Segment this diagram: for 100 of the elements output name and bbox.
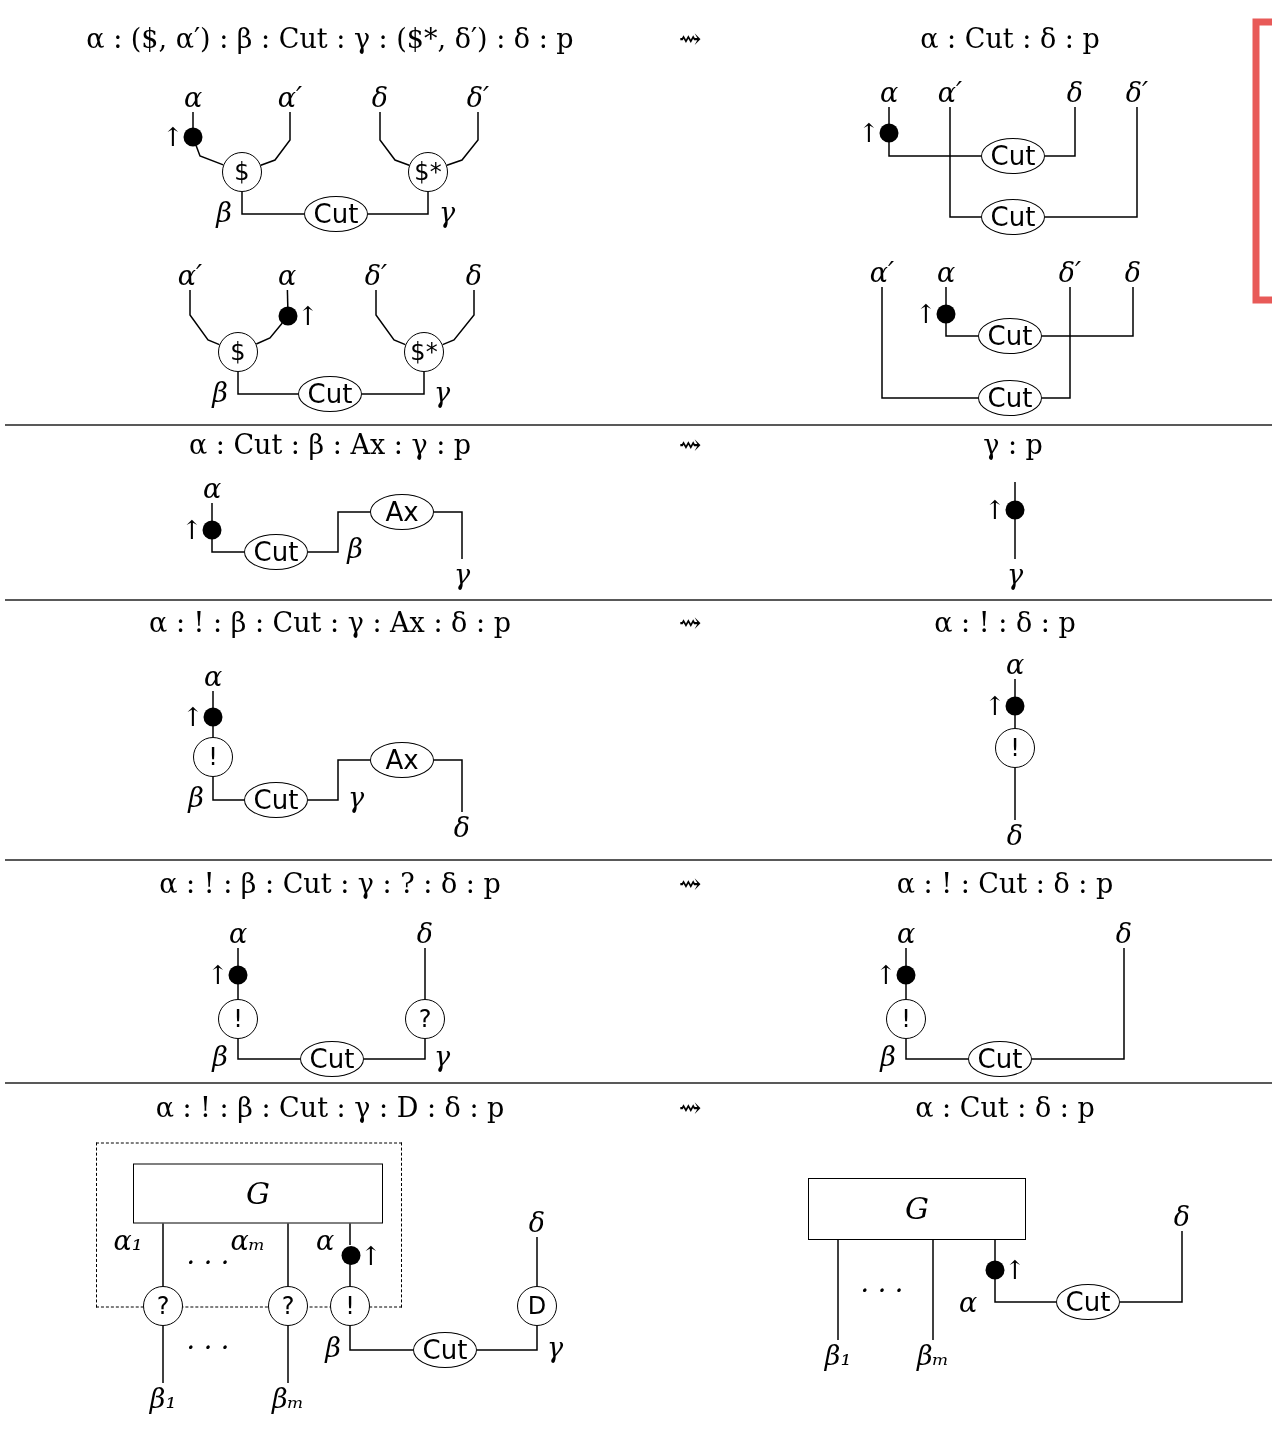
wire	[260, 111, 291, 166]
wire	[837, 1239, 839, 1341]
rule-formula: α : ! : Cut : δ : p	[896, 869, 1114, 897]
wire-label: δ′	[1125, 78, 1149, 106]
wire	[237, 983, 239, 1000]
wire-label: · · ·	[186, 1248, 230, 1276]
wire	[162, 1221, 164, 1287]
wire-label: α	[896, 919, 916, 947]
wire	[881, 286, 979, 399]
wire	[1119, 1230, 1183, 1303]
arrow-mark: ↑	[182, 704, 204, 730]
wire	[994, 1278, 1057, 1303]
wire	[932, 1239, 934, 1341]
ellipse-node: Cut	[981, 138, 1045, 174]
wire	[945, 322, 979, 337]
wire-label: δ	[453, 813, 471, 841]
rule-formula: α : ! : β : Cut : γ : D : δ : p	[155, 1093, 505, 1121]
wire	[949, 106, 982, 218]
wire-label: α	[277, 261, 297, 289]
wire	[1014, 678, 1016, 698]
filled-dot	[228, 965, 248, 985]
wire	[945, 286, 947, 306]
wire-label: γ	[438, 198, 456, 226]
wire	[1044, 106, 1076, 157]
wire	[446, 111, 479, 167]
filled-dot	[1005, 696, 1025, 716]
arrow-mark: ↑	[984, 497, 1006, 523]
arrow-mark: ↑	[297, 303, 319, 329]
filled-dot	[879, 123, 899, 143]
circle-node: ?	[268, 1286, 308, 1326]
circle-node: $	[218, 332, 258, 372]
filled-dot	[341, 1245, 361, 1265]
circle-node: !	[995, 728, 1035, 768]
circle-node: ?	[405, 999, 445, 1039]
wire-label: β₁	[149, 1384, 177, 1412]
wire	[195, 144, 225, 166]
circle-node: !	[330, 1286, 370, 1326]
wire	[1041, 286, 1134, 337]
wire	[1014, 481, 1016, 502]
wire	[441, 289, 475, 346]
wire-label: α	[1005, 650, 1025, 678]
rule-formula: α : ! : β : Cut : γ : Ax : δ : p	[149, 608, 511, 636]
wire-label: α	[315, 1226, 335, 1254]
wire-label: β	[188, 783, 204, 811]
circle-node: D	[517, 1286, 557, 1326]
wire-label: α′	[937, 78, 963, 106]
filled-dot	[278, 306, 298, 326]
rule-formula: α : ($, α′) : β : Cut : γ : ($*, δ′) : δ : p	[86, 24, 574, 52]
wire-label: α₁	[113, 1226, 143, 1254]
wire-label: γ	[546, 1333, 564, 1361]
wire	[905, 1038, 969, 1060]
filled-dot	[896, 965, 916, 985]
wire	[433, 511, 463, 560]
ellipse-node: Cut	[298, 376, 362, 412]
ellipse-node: Cut	[978, 380, 1042, 416]
wire-label: δ	[371, 83, 389, 111]
wire-label: γ	[433, 378, 451, 406]
wire-label: β	[347, 534, 363, 562]
arrow-mark: ↑	[360, 1242, 382, 1268]
wire-label: αₘ	[230, 1226, 266, 1254]
wire-label: βₘ	[916, 1341, 950, 1369]
wire-label: α	[936, 258, 956, 286]
rule-formula: α : Cut : β : Ax : γ : p	[188, 430, 472, 458]
filled-dot	[936, 304, 956, 324]
filled-dot	[202, 520, 222, 540]
wire-label: α	[203, 662, 223, 690]
arrow-mark: ↑	[915, 301, 937, 327]
wire	[424, 947, 426, 1000]
wire	[361, 371, 425, 395]
ellipse-node: Cut	[978, 318, 1042, 354]
wire	[189, 289, 221, 346]
ellipse-node: Cut	[300, 1041, 364, 1077]
arrow-mark: ↑	[162, 124, 184, 150]
circle-node: $*	[408, 152, 448, 192]
rule-formula: α : ! : β : Cut : γ : ? : δ : p	[159, 869, 501, 897]
wire-label: α	[183, 83, 203, 111]
wire	[255, 322, 284, 345]
wire	[476, 1325, 538, 1351]
wire-label: · · ·	[186, 1333, 230, 1361]
wire	[192, 111, 194, 129]
wire-label: β	[216, 198, 232, 226]
rule-formula: ⇝	[678, 24, 702, 52]
wire	[905, 983, 907, 1000]
wire-label: δ	[465, 261, 483, 289]
wire-label: δ′	[466, 83, 490, 111]
wire	[379, 111, 410, 166]
wire-label: δ	[1115, 919, 1133, 947]
arrow-mark: ↑	[181, 517, 203, 543]
wire-label: δ	[528, 1208, 546, 1236]
ellipse-node: Cut	[244, 782, 308, 818]
filled-dot	[1005, 500, 1025, 520]
wire-label: α′	[277, 83, 303, 111]
ellipse-node: Cut	[968, 1041, 1032, 1077]
wire	[433, 759, 463, 813]
wire	[287, 1325, 289, 1384]
circle-node: !	[218, 999, 258, 1039]
rule-formula: α : Cut : δ : p	[915, 1093, 1095, 1121]
wire-label: β	[212, 378, 228, 406]
wire	[994, 1239, 996, 1262]
wire-label: α′	[177, 261, 203, 289]
